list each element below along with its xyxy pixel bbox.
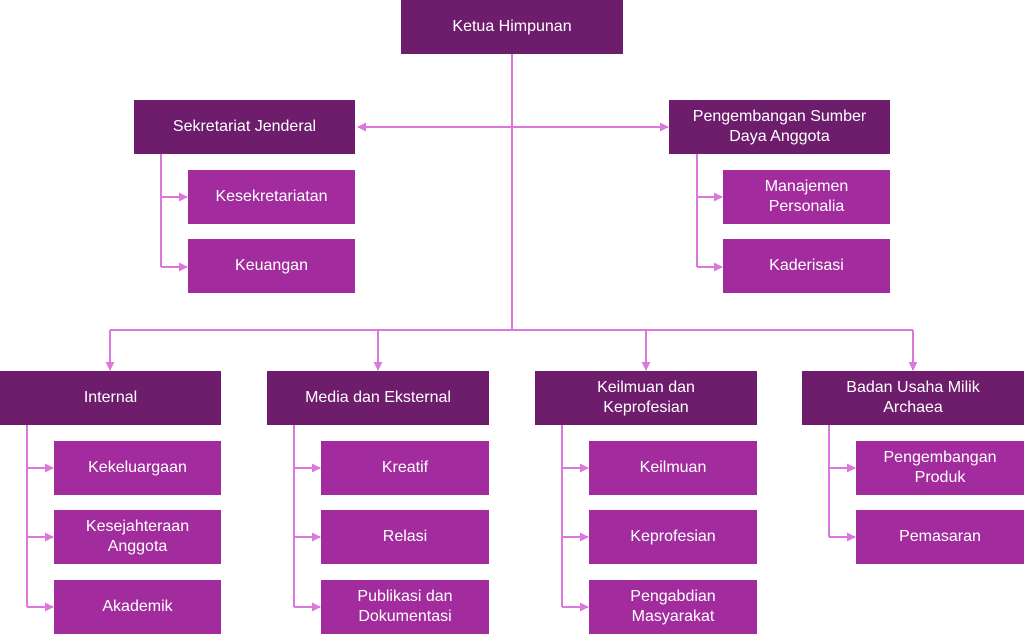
node-kesekretariatan: Kesekretariatan (188, 170, 355, 224)
node-publikasi-dan-dokumentasi: Publikasi dan Dokumentasi (321, 580, 489, 634)
node-pengabdian-masyarakat: Pengabdian Masyarakat (589, 580, 757, 634)
node-media-dan-eksternal: Media dan Eksternal (267, 371, 489, 425)
node-sekretariat-jenderal: Sekretariat Jenderal (134, 100, 355, 154)
node-ketua-himpunan: Ketua Himpunan (401, 0, 623, 54)
node-keilmuan: Keilmuan (589, 441, 757, 495)
node-keuangan: Keuangan (188, 239, 355, 293)
node-internal: Internal (0, 371, 221, 425)
node-manajemen-personalia: Manajemen Personalia (723, 170, 890, 224)
node-kekeluargaan: Kekeluargaan (54, 441, 221, 495)
node-keprofesian: Keprofesian (589, 510, 757, 564)
node-relasi: Relasi (321, 510, 489, 564)
node-akademik: Akademik (54, 580, 221, 634)
node-pemasaran: Pemasaran (856, 510, 1024, 564)
node-kaderisasi: Kaderisasi (723, 239, 890, 293)
node-keilmuan-dan-keprofesian: Keilmuan dan Keprofesian (535, 371, 757, 425)
node-badan-usaha-milik-archaea: Badan Usaha Milik Archaea (802, 371, 1024, 425)
node-kreatif: Kreatif (321, 441, 489, 495)
node-pengembangan-produk: Pengembangan Produk (856, 441, 1024, 495)
node-pengembangan-sumber-daya-anggota: Pengembangan Sumber Daya Anggota (669, 100, 890, 154)
node-kesejahteraan-anggota: Kesejahteraan Anggota (54, 510, 221, 564)
